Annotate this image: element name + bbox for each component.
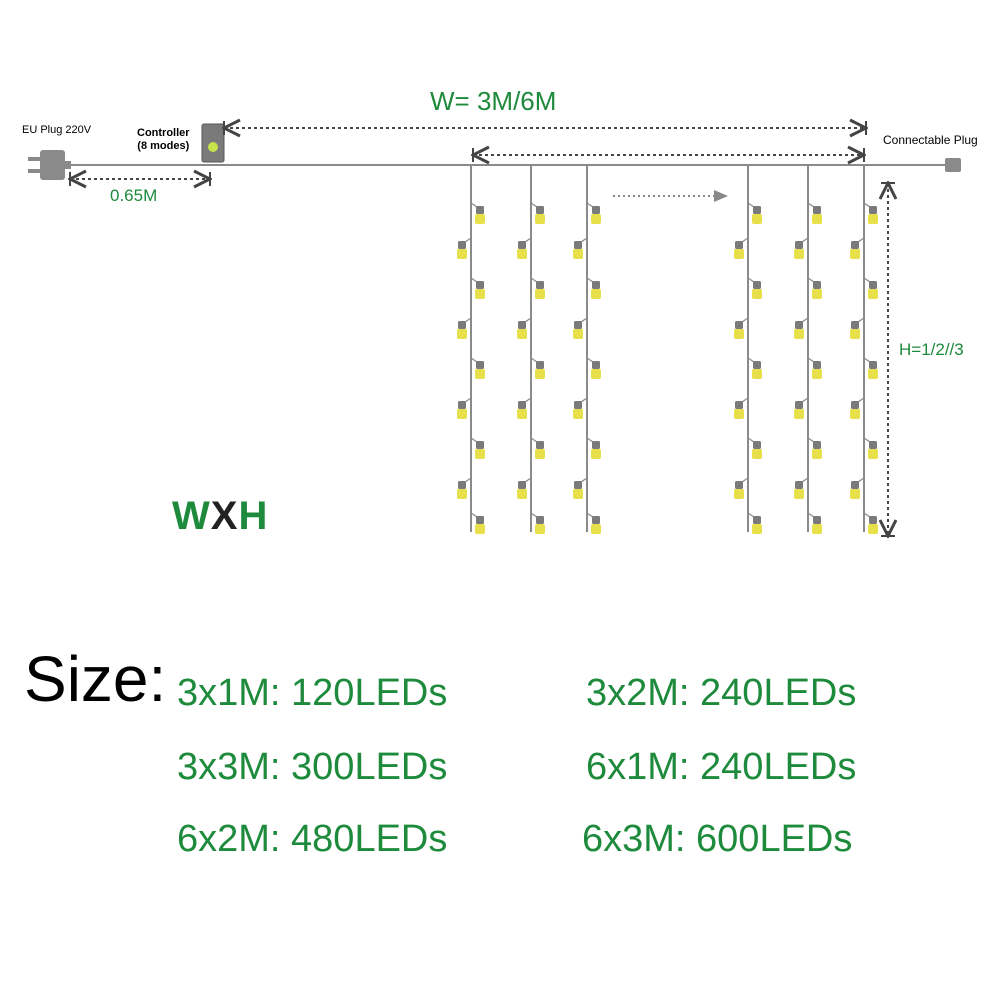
led-bulb [591,361,601,379]
led-bulb [734,481,744,499]
eu-plug-label: EU Plug 220V [22,124,92,136]
led-bulb [850,481,860,499]
led-bulb [457,481,467,499]
led-strand [457,165,485,534]
led-bulb [752,361,762,379]
led-bulb [475,361,485,379]
led-bulb [535,206,545,224]
led-bulb [475,281,485,299]
size-title: Size: [24,643,167,715]
led-bulb [591,206,601,224]
led-bulb [457,401,467,419]
led-bulb [517,321,527,339]
led-bulb [591,516,601,534]
brand-part-3: H [238,494,269,538]
size-item: 3x1M: 120LEDs [177,672,448,714]
led-bulb [868,281,878,299]
lead-length-label: 0.65M [110,186,158,205]
led-strand [794,165,822,534]
brand-part-1: W [172,494,211,538]
size-item: 6x2M: 480LEDs [177,818,448,860]
controller-icon [201,123,225,163]
led-bulb [794,401,804,419]
led-bulb [812,516,822,534]
led-bulb [591,441,601,459]
led-bulb [475,516,485,534]
led-bulb [812,206,822,224]
led-bulb [868,516,878,534]
controller-label: Controller (8 modes) [137,127,190,153]
led-bulb [535,281,545,299]
led-bulb [591,281,601,299]
led-bulb [475,441,485,459]
led-bulb [734,321,744,339]
led-bulb [734,401,744,419]
connectable-plug-icon [945,158,961,172]
led-bulb [868,441,878,459]
led-bulb [850,241,860,259]
led-bulb [868,361,878,379]
led-bulb [794,321,804,339]
led-bulb [535,361,545,379]
led-bulb [535,441,545,459]
size-item: 3x2M: 240LEDs [586,672,857,714]
led-bulb [573,321,583,339]
led-bulb [850,321,860,339]
controller-label-line2: (8 modes) [137,140,190,152]
led-bulb [794,481,804,499]
led-bulb [794,241,804,259]
led-strand [850,165,878,534]
led-strands [457,165,878,534]
led-bulb [752,441,762,459]
led-strand [573,165,601,534]
width-label: W= 3M/6M [430,86,557,116]
led-bulb [752,206,762,224]
led-bulb [535,516,545,534]
led-bulb [734,241,744,259]
led-bulb [812,281,822,299]
led-bulb [573,481,583,499]
led-bulb [752,516,762,534]
led-bulb [457,321,467,339]
led-bulb [475,206,485,224]
height-label: H=1/2//3 [899,340,964,359]
controller-label-line1: Controller [137,127,190,139]
led-bulb [850,401,860,419]
led-strand [734,165,762,534]
brand-logo: WXH [172,494,268,539]
led-bulb [573,241,583,259]
size-item: 6x3M: 600LEDs [582,818,853,860]
size-item: 6x1M: 240LEDs [586,746,857,788]
led-bulb [517,241,527,259]
size-item: 3x3M: 300LEDs [177,746,448,788]
eu-plug-icon [28,150,71,180]
led-bulb [812,361,822,379]
brand-part-2: X [210,494,239,538]
led-bulb [752,281,762,299]
led-bulb [868,206,878,224]
led-bulb [517,401,527,419]
led-bulb [517,481,527,499]
led-bulb [457,241,467,259]
connectable-plug-label: Connectable Plug [883,133,978,147]
led-strand [517,165,545,534]
led-bulb [812,441,822,459]
led-bulb [573,401,583,419]
